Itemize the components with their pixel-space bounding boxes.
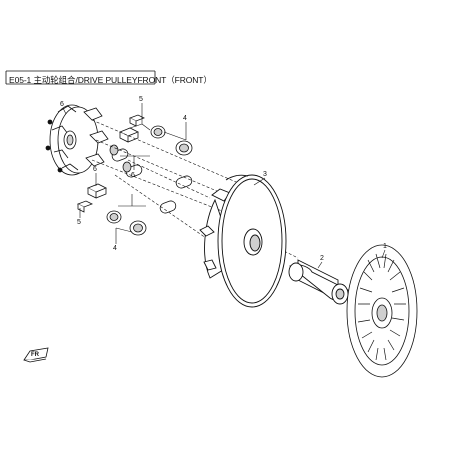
callout-2: 2 <box>320 255 324 262</box>
callout-1: 1 <box>383 243 387 250</box>
callout-6-plate: 6 <box>60 101 64 108</box>
callout-6-bottom: 6 <box>93 166 97 173</box>
diagram-title: E05-1 主动轮组合/DRIVE PULLEYFRONT（FRONT） <box>9 75 212 85</box>
callout-6-top: 6 <box>131 172 135 179</box>
callout-5-top: 5 <box>139 96 143 103</box>
collar-sleeve <box>288 259 353 305</box>
bushing-bottom <box>106 210 147 236</box>
callout-3: 3 <box>263 171 267 178</box>
front-direction-label: FR <box>31 352 39 358</box>
slider-part-top <box>119 114 145 143</box>
roller-weights <box>109 144 193 214</box>
front-direction-arrow <box>23 347 49 363</box>
callout-4-top: 4 <box>183 115 187 122</box>
callout-5-bottom: 5 <box>77 219 81 226</box>
slider-part-bottom <box>77 183 107 213</box>
title-frame <box>5 70 156 85</box>
callout-leaders <box>62 103 386 269</box>
callout-4-bottom: 4 <box>113 245 117 252</box>
fixed-sheave <box>199 174 287 308</box>
bushing-top <box>150 125 193 156</box>
drive-face-fan <box>346 244 418 378</box>
ramp-plate <box>45 104 109 176</box>
